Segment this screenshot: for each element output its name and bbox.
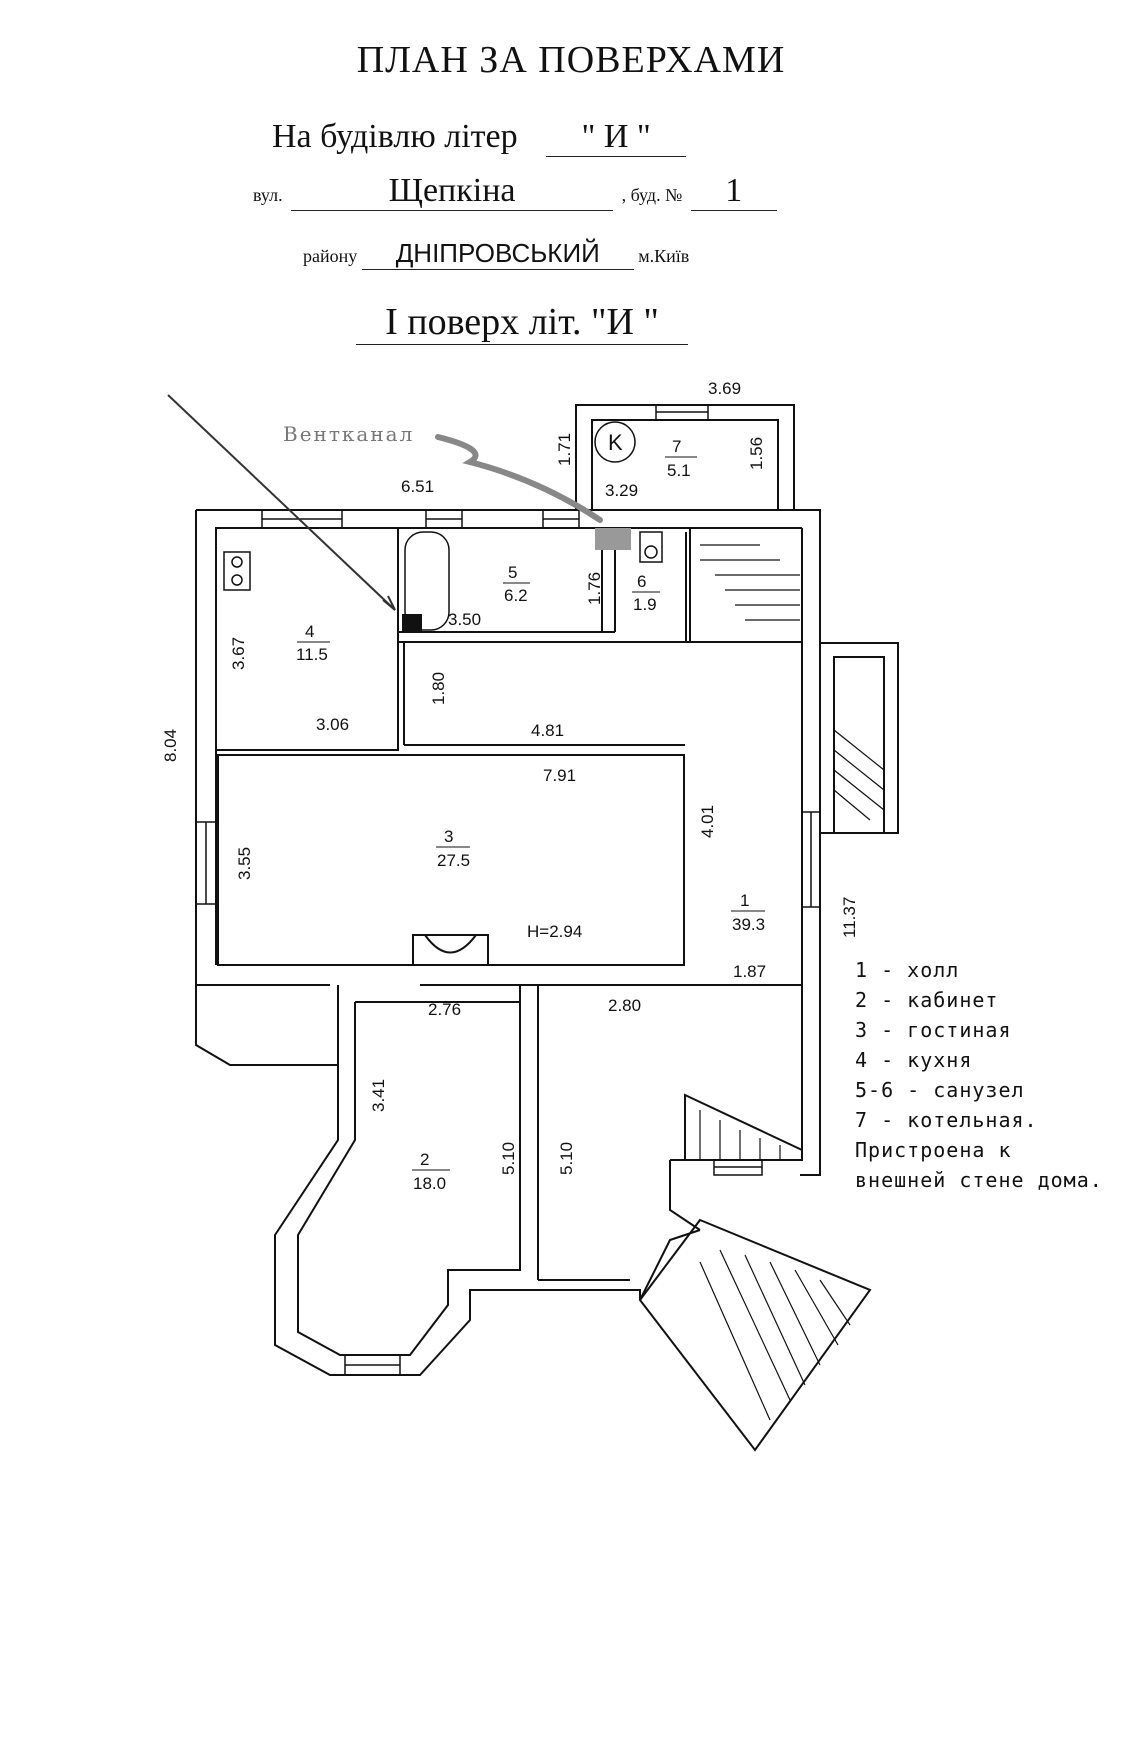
building-row: На будівлю літер " И ": [272, 118, 687, 157]
toilet-icon: [639, 531, 663, 563]
street-name: Щепкіна: [291, 172, 614, 211]
dim-3-29: 3.29: [605, 481, 638, 500]
room-label-4: 4 11.5: [296, 622, 330, 664]
dim-1-71: 1.71: [555, 433, 574, 466]
room-label-2: 2 18.0: [412, 1150, 450, 1193]
room-label-6: 6 1.9: [632, 572, 660, 614]
house-label: , буд. №: [621, 185, 683, 205]
dim-3-06: 3.06: [316, 715, 349, 734]
entrance-stairs: [638, 1218, 872, 1452]
vent-label: Вентканал: [283, 422, 414, 446]
dim-6-51: 6.51: [401, 477, 434, 496]
dim-1-87: 1.87: [733, 962, 766, 981]
legend-item: 5-6 - санузел: [855, 1078, 1025, 1102]
dim-3-55: 3.55: [235, 847, 254, 880]
floor-title-row: I поверх літ. "И ": [356, 300, 688, 345]
legend-item: Пристроена к: [855, 1138, 1012, 1162]
bathtub-icon: [404, 531, 450, 631]
room-living: [217, 754, 685, 966]
legend-item: 4 - кухня: [855, 1048, 973, 1072]
svg-text:7: 7: [672, 437, 681, 456]
dim-3-67: 3.67: [229, 637, 248, 670]
district-label: району: [303, 246, 358, 266]
house-number: 1: [690, 172, 777, 211]
dim-7-91: 7.91: [543, 766, 576, 785]
room-label-1: 1 39.3: [731, 891, 765, 934]
legend-item: внешней стене дома.: [855, 1168, 1103, 1192]
city-name: м.Київ: [638, 246, 690, 266]
dim-1-76: 1.76: [585, 572, 604, 605]
dim-1-80: 1.80: [429, 672, 448, 705]
dim-3-50: 3.50: [448, 610, 481, 629]
fireplace: [412, 934, 489, 965]
legend-item: 1 - холл: [855, 958, 960, 982]
dim-5-10-left: 5.10: [499, 1142, 518, 1175]
dim-5-10-right: 5.10: [557, 1142, 576, 1175]
dim-2-80: 2.80: [608, 996, 641, 1015]
legend-item: 7 - котельная.: [855, 1108, 1038, 1132]
svg-text:18.0: 18.0: [413, 1174, 446, 1193]
floor-title: I поверх літ. "И ": [356, 300, 688, 345]
svg-text:1: 1: [740, 891, 749, 910]
legend: 1 - холл 2 - кабинет 3 - гостиная 4 - ку…: [855, 955, 1103, 1195]
svg-text:4: 4: [305, 622, 314, 641]
street-label: вул.: [253, 185, 283, 205]
street-row: вул. Щепкіна , буд. № 1: [253, 172, 777, 211]
room-label-7: 7 5.1: [665, 437, 697, 480]
dim-3-41: 3.41: [369, 1079, 388, 1112]
dim-2-76: 2.76: [428, 1000, 461, 1019]
right-stairs: [819, 642, 899, 834]
svg-text:6: 6: [637, 572, 646, 591]
svg-text:27.5: 27.5: [437, 851, 470, 870]
district-row: району ДНІПРОВСЬКИЙ м.Київ: [303, 238, 689, 270]
ceiling-height: H=2.94: [527, 922, 582, 941]
dim-8-04: 8.04: [161, 729, 180, 762]
dim-1-56: 1.56: [747, 437, 766, 470]
page-title: ПЛАН ЗА ПОВЕРХАМИ: [356, 39, 786, 81]
outer-wall: [196, 509, 821, 1176]
building-label: На будівлю літер: [272, 118, 518, 155]
svg-text:11.5: 11.5: [296, 645, 328, 664]
dim-11-37: 11.37: [840, 897, 859, 938]
building-letter: " И ": [546, 118, 687, 157]
svg-text:1.9: 1.9: [633, 595, 657, 614]
boiler-icon: [594, 421, 636, 463]
district-name: ДНІПРОВСЬКИЙ: [361, 238, 634, 270]
svg-text:2: 2: [420, 1150, 429, 1169]
vent-block: [402, 614, 422, 632]
stove-icon: [223, 551, 251, 591]
svg-text:6.2: 6.2: [504, 586, 528, 605]
boiler-symbol: K: [608, 430, 623, 455]
room-label-3: 3 27.5: [436, 827, 470, 870]
legend-item: 3 - гостиная: [855, 1018, 1012, 1042]
room-cabinet: [274, 1002, 641, 1376]
svg-text:5.1: 5.1: [667, 461, 691, 480]
svg-text:5: 5: [508, 563, 517, 582]
legend-item: 2 - кабинет: [855, 988, 999, 1012]
vent-arrow: [167, 394, 396, 611]
dim-4-01: 4.01: [698, 805, 717, 838]
dim-3-69: 3.69: [708, 379, 741, 398]
room-label-5: 5 6.2: [503, 563, 530, 605]
svg-text:39.3: 39.3: [732, 915, 765, 934]
dim-4-81: 4.81: [531, 721, 564, 740]
svg-text:3: 3: [444, 827, 453, 846]
